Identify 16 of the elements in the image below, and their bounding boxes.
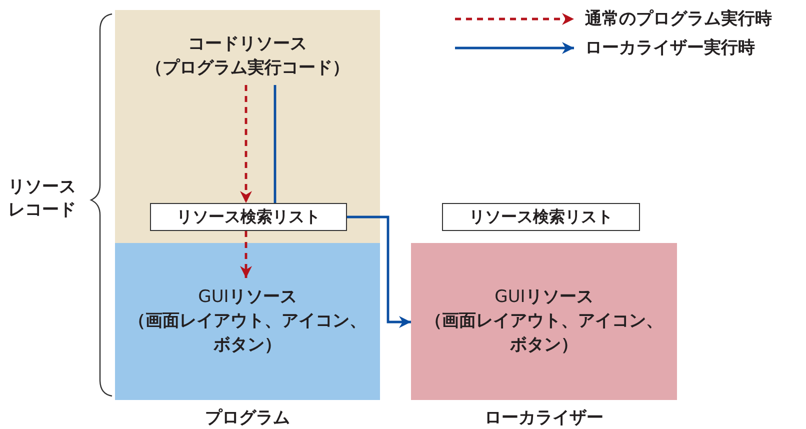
panel (115, 243, 380, 400)
legend-label: 通常のプログラム実行時 (585, 8, 772, 31)
list-box (442, 203, 640, 231)
arrow (240, 231, 252, 278)
panel (411, 243, 677, 400)
arrow (347, 216, 411, 328)
heading: コードリソース（プログラム実行コード） (144, 33, 350, 80)
column-label: プログラム (204, 407, 291, 429)
side-label: リソースレコード (8, 176, 77, 222)
label: リソース検索リスト (176, 206, 322, 228)
column-label: ローカライザー (484, 407, 604, 429)
arrow (240, 85, 252, 203)
panel (115, 10, 380, 85)
list-box (150, 203, 347, 231)
label: リソース検索リスト (468, 206, 614, 228)
legend-label: ローカライザー実行時 (585, 37, 755, 60)
